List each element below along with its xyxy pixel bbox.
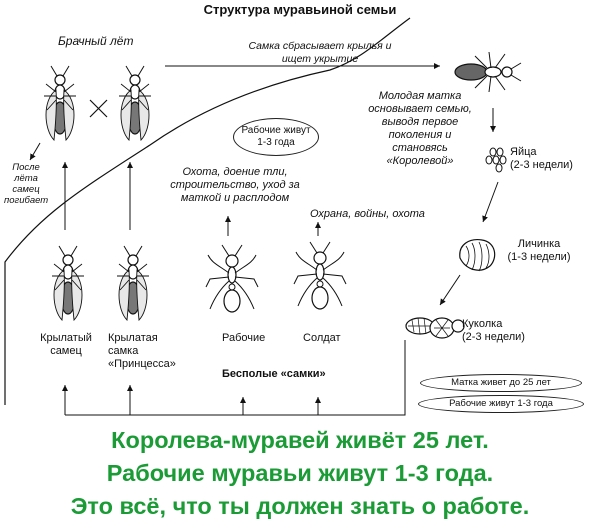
diagram-title: Структура муравьиной семьи (203, 2, 397, 17)
larva-label: Личинка (1-3 недели) (507, 238, 571, 263)
winged-ant-icon (43, 65, 77, 141)
egg-icon (485, 147, 507, 173)
caption-line-1: Королева-муравей живёт 25 лет. (111, 427, 489, 453)
male-dies-label: После лёта самец погибает (4, 162, 49, 206)
workers-label: Рабочие (222, 332, 266, 344)
winged-female-label: Крылатая самка «Принцесса» (108, 332, 176, 370)
winged-male-label: Крылатый самец (40, 332, 92, 357)
caption-line-3: Это всё, что ты должен знать о работе. (70, 493, 530, 519)
winged-ant-icon (51, 245, 85, 321)
meme-caption: Королева-муравей живёт 25 лет. Рабочие м… (0, 424, 600, 523)
nuptial-flight-label: Брачный лёт (58, 34, 134, 48)
soldier-tasks-label: Охрана, войны, охота (310, 208, 425, 220)
pupa-label: Куколка (2-3 недели) (462, 318, 525, 343)
queen-ant-icon (454, 51, 522, 93)
worker-ant-icon (205, 244, 259, 313)
winged-ant-icon (118, 65, 152, 141)
worker-tasks-label: Охота, доение тли, строительство, уход з… (170, 166, 300, 204)
soldier-label: Солдат (303, 332, 341, 344)
workers-live-oval: Рабочие живут 1-3 года (233, 118, 319, 156)
ant-colony-diagram: Структура муравьиной семьи Брачный лёт С… (4, 2, 584, 416)
queen-lives-oval: Матка живет до 25 лет (420, 374, 582, 392)
winged-ant-icon (116, 245, 150, 321)
sexless-females-label: Бесполые «самки» (222, 368, 326, 380)
workers-lives-oval: Рабочие живут 1-3 года (418, 395, 584, 413)
eggs-label: Яйца (2-3 недели) (510, 146, 573, 171)
pupa-icon (405, 317, 465, 339)
caption-line-2: Рабочие муравьи живут 1-3 года. (106, 460, 494, 486)
diagram-lines (4, 17, 522, 416)
soldier-ant-icon (293, 241, 347, 310)
larva-icon (459, 239, 496, 272)
female-drops-wings-label: Самка сбрасывает крылья и ищет укрытие (248, 40, 392, 65)
young-queen-label: Молодая матка основывает семью, выводя п… (368, 90, 472, 167)
